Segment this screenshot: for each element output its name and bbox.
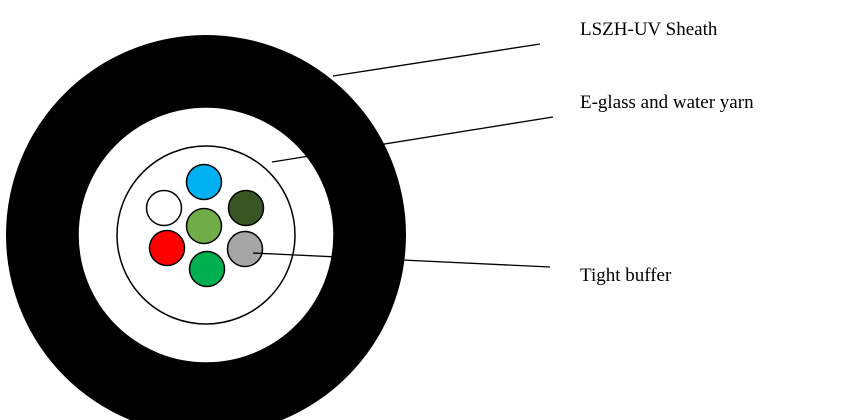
fiber-center: [185, 207, 223, 245]
buffer-label: Tight buffer: [580, 265, 672, 286]
fiber-grey: [226, 230, 264, 268]
sheath-leader-line: [332, 43, 541, 77]
fiber-white: [145, 189, 183, 227]
yarn-label: E-glass and water yarn: [580, 92, 754, 113]
fiber-bundle: [145, 163, 265, 288]
fiber-green: [188, 250, 226, 288]
sheath-label: LSZH-UV Sheath: [580, 19, 718, 40]
fiber-blue: [185, 163, 223, 201]
yarn-leader-line: [271, 116, 554, 163]
fiber-dark-green: [227, 189, 265, 227]
fiber-red: [148, 229, 186, 267]
buffer-leader-line: [252, 252, 551, 268]
